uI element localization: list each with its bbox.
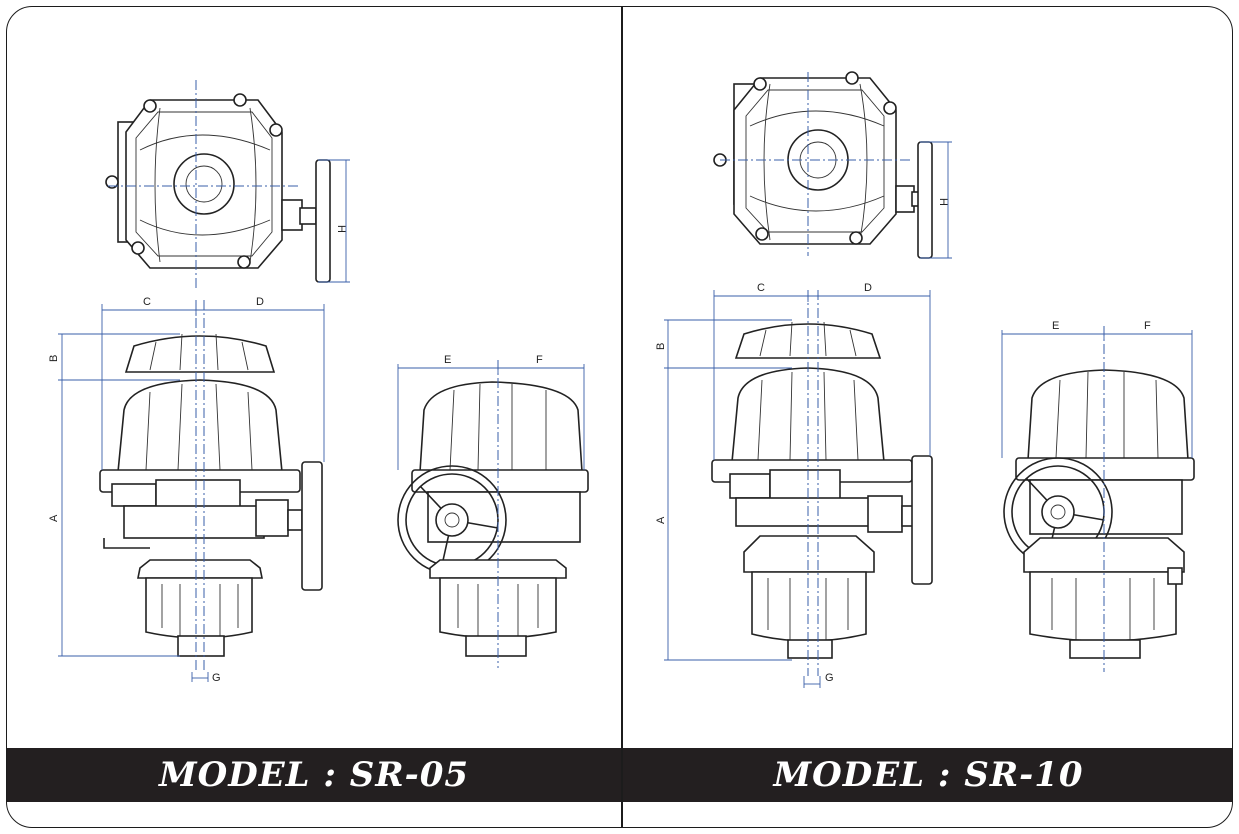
sr05-dim-label-f: F [536, 354, 543, 366]
sr05-dim-label-a: A [48, 514, 60, 522]
sr10-dim-label-c: C [757, 282, 765, 294]
sr10-dim-label-d: D [864, 282, 872, 294]
sr05-dim-label-h: H [335, 225, 347, 233]
model-banner-sr10: MODEL : SR-10 [623, 748, 1232, 802]
sr05-dim-label-b: B [48, 355, 60, 362]
sr05-dim-label-d: D [256, 296, 264, 308]
sr10-front-view [664, 290, 933, 688]
panel-divider [621, 7, 623, 827]
sr10-dim-label-g: G [825, 672, 834, 684]
sr10-dim-label-a: A [655, 516, 667, 524]
drawing-frame: MODEL : SR-05 MODEL : SR-10 [6, 6, 1233, 828]
model-title-sr05: MODEL : SR-05 [158, 755, 470, 795]
sr05-dim-label-c: C [143, 296, 151, 308]
sr05-front-view [58, 300, 325, 682]
model-title-sr10: MODEL : SR-10 [773, 755, 1084, 795]
sr05-dim-label-g: G [212, 672, 221, 684]
sr05-side-view [397, 360, 589, 668]
model-banner-sr05: MODEL : SR-05 [7, 748, 621, 802]
dimension-labels: C D E F G B A H C D E F G B A H [48, 198, 1151, 684]
sr10-dim-label-e: E [1052, 320, 1059, 332]
sr10-dim-label-h: H [937, 198, 949, 206]
sr10-top-view [713, 71, 952, 259]
sr10-dim-label-f: F [1144, 320, 1151, 332]
sr10-dim-label-b: B [655, 343, 667, 350]
sr10-side-view [1001, 326, 1195, 672]
sr05-top-view [105, 80, 350, 288]
sr05-dim-label-e: E [444, 354, 451, 366]
